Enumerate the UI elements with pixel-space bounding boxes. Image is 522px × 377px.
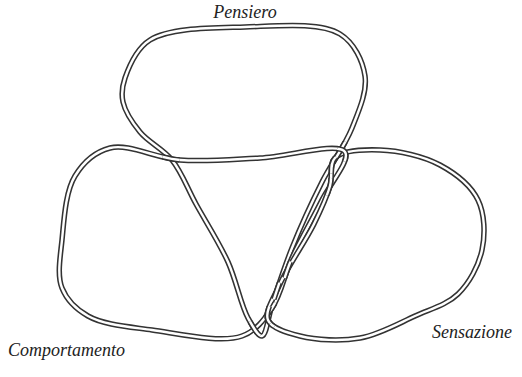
loop-core — [267, 150, 484, 340]
loop-stroke — [267, 150, 484, 340]
loop-label: Sensazione — [432, 322, 513, 344]
loop-stroke — [122, 25, 365, 336]
loop-crossing — [122, 25, 365, 336]
loop-core — [59, 147, 346, 339]
loop-node: Pensiero — [113, 17, 375, 346]
loop-stroke — [122, 25, 365, 336]
loop-stroke — [122, 25, 365, 336]
loop-stroke — [122, 25, 365, 336]
loop-stroke — [59, 147, 346, 339]
loop-core — [122, 25, 365, 336]
loop-crossing — [267, 150, 484, 340]
loop-stroke — [267, 150, 484, 340]
loop-core — [59, 147, 346, 339]
loop-crossing — [267, 150, 484, 340]
loop-label: Pensiero — [213, 2, 277, 24]
loop-core — [122, 25, 365, 336]
loop-crossing — [122, 25, 365, 336]
loop-crossing — [59, 147, 346, 339]
loop-core — [267, 150, 484, 340]
loop-node: Sensazione — [258, 140, 492, 348]
loop-stroke — [59, 147, 346, 339]
loop-crossing — [59, 147, 346, 339]
loop-outline — [113, 17, 375, 346]
loop-crossing — [122, 25, 365, 336]
loop-stroke — [59, 147, 346, 339]
loop-stroke — [267, 150, 484, 340]
loop-core — [122, 25, 365, 336]
loop-outline — [52, 138, 355, 346]
loop-crossing — [267, 150, 484, 340]
loop-node: Comportamento — [52, 138, 355, 346]
loop-core — [122, 25, 365, 336]
loop-outline — [258, 140, 492, 348]
loop-stroke — [267, 150, 484, 340]
loop-core — [267, 150, 484, 340]
loop-core — [59, 147, 346, 339]
loop-stroke — [59, 147, 346, 339]
loop-label: Comportamento — [8, 340, 126, 362]
loop-core — [59, 147, 346, 339]
loop-crossing — [59, 147, 346, 339]
loop-stroke — [122, 25, 365, 336]
loop-stroke — [59, 147, 346, 339]
loop-stroke — [267, 150, 484, 340]
loop-core — [267, 150, 484, 340]
loop-core — [122, 25, 365, 336]
loop-crossing — [267, 150, 484, 340]
loop-core — [267, 150, 484, 340]
loop-core — [59, 147, 346, 339]
loop-crossing — [59, 147, 346, 339]
loop-crossing — [122, 25, 365, 336]
